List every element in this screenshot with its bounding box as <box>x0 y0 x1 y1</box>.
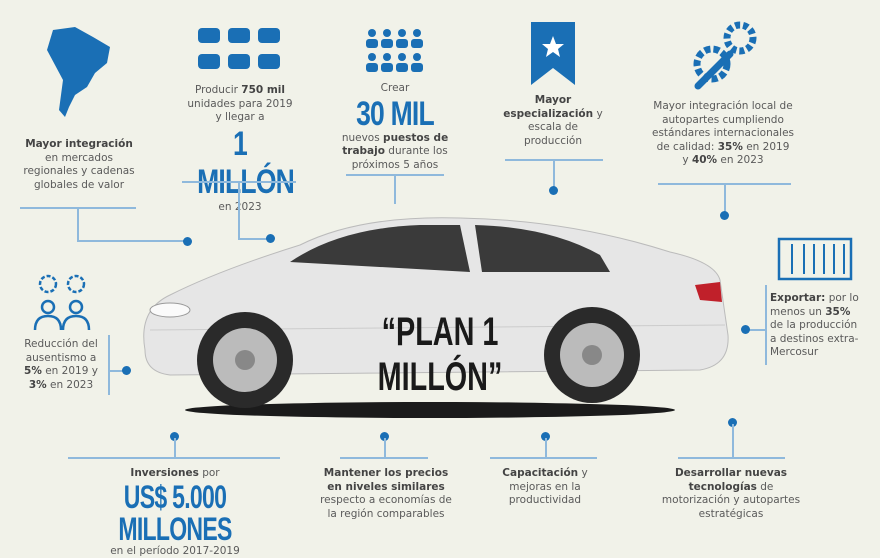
container-icon <box>777 237 853 281</box>
workers-gears-icon <box>33 274 91 331</box>
south-america-map-icon <box>47 27 110 117</box>
item-capacitacion: Capacitación y mejoras en la productivid… <box>502 467 588 506</box>
people-group-icon <box>366 29 423 72</box>
item-empleo: Crear 30 MIL nuevos puestos de trabajo d… <box>341 82 449 171</box>
item-exportar: Exportar: por lo menos un 35% de la prod… <box>770 292 859 358</box>
item-ausentismo: Reducción del ausentismo a 5% en 2019 y … <box>24 338 98 391</box>
car-illustration <box>143 217 729 418</box>
gears-wrench-icon <box>693 21 757 90</box>
item-inversiones: Inversiones por US$ 5.000 MILLONES en el… <box>110 467 240 557</box>
car-plan-label: “PLAN 1 MILLÓN” <box>377 310 503 399</box>
item-autopartes: Mayor integración local de autopartes cu… <box>652 100 795 166</box>
ribbon-star-icon <box>531 22 575 85</box>
item-precios: Mantener los precios en niveles similare… <box>320 467 452 520</box>
item-tecnologias: Desarrollar nuevas tecnologías de motori… <box>661 467 801 520</box>
cars-icon <box>198 28 280 69</box>
item-produccion: Producir 750 mil unidades para 2019 y ll… <box>187 84 295 213</box>
